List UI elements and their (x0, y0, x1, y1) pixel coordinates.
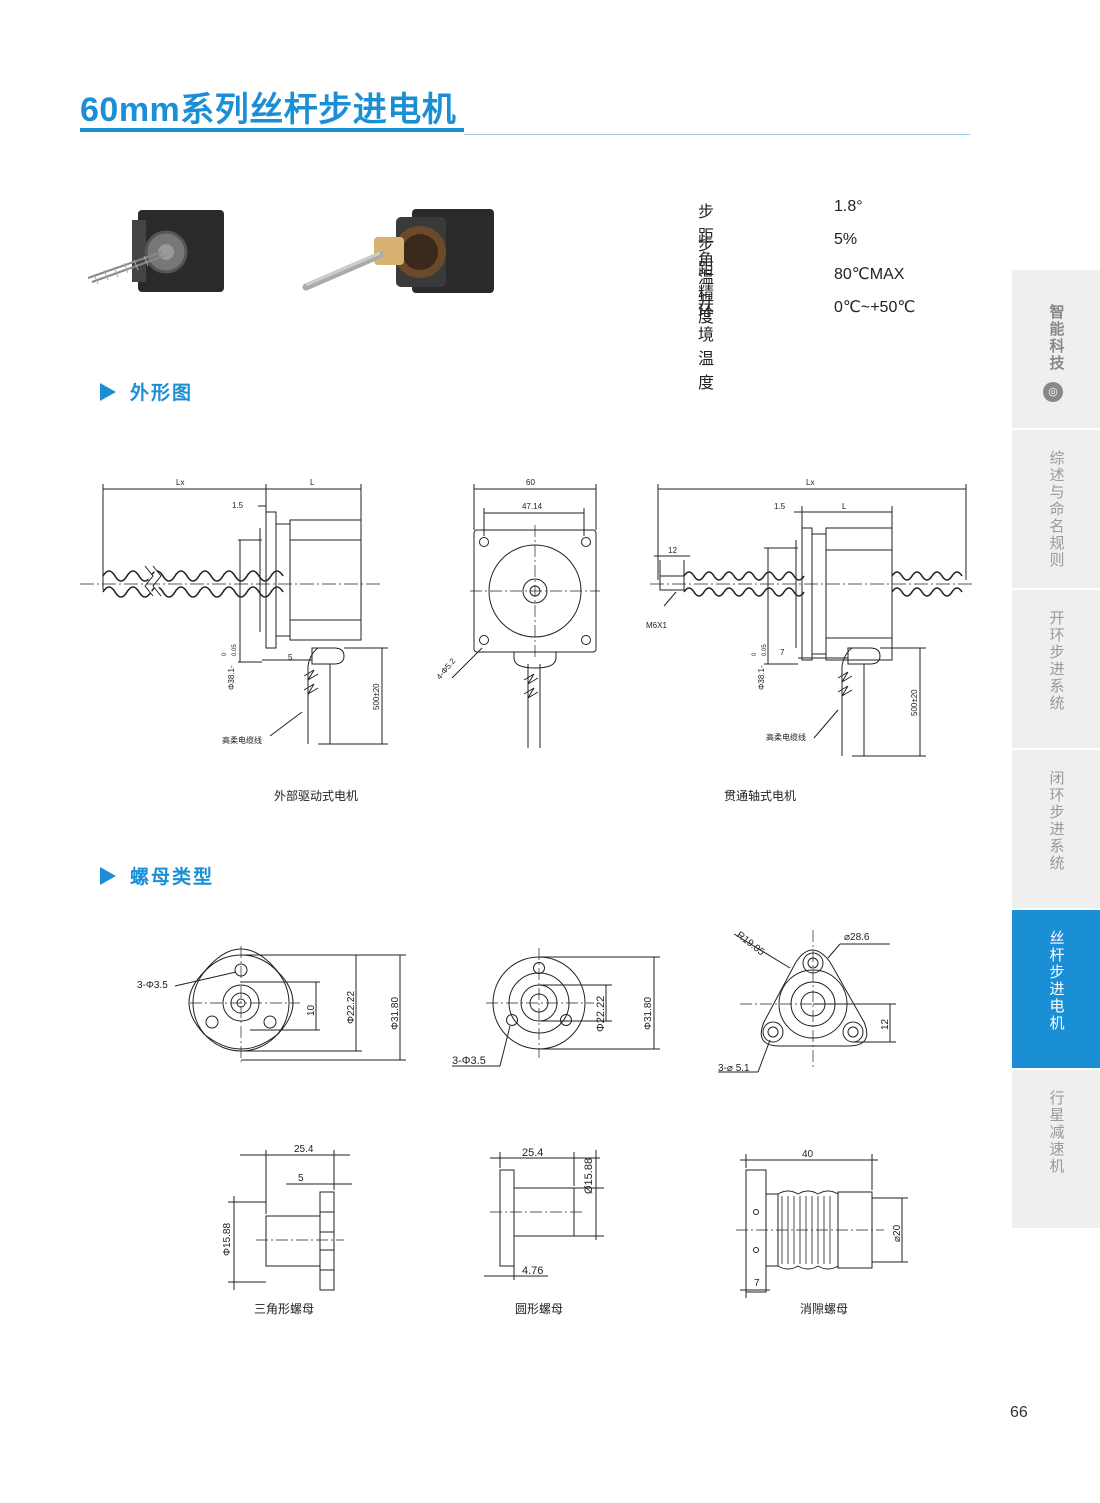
drawing-nut-round-side (484, 1150, 604, 1280)
side-tabs: 智能科技 ◎ 综述与命名规则 开环步进系统 闭环步进系统 丝杆步进电机 行星减速… (1012, 270, 1100, 1230)
dim-40: 40 (802, 1149, 814, 1160)
dim-12: 12 (880, 1018, 891, 1030)
dim-cable-length: 500±20 (910, 689, 919, 716)
drawing-external-motor (80, 484, 388, 745)
spec-label: 步距精度 (698, 237, 715, 326)
cable-label: 高柔电缆线 (766, 732, 806, 742)
drawing-front-view (451, 484, 600, 748)
dim-5: 5 (298, 1173, 304, 1184)
dim-7: 7 (780, 648, 785, 657)
thread-label: M6X1 (646, 621, 667, 630)
drawing-nut-triangle-side (228, 1150, 352, 1291)
spec-label: 步距角 (698, 204, 715, 269)
dim-22-22: Φ22.22 (346, 991, 357, 1024)
dim-lx: Lx (806, 478, 814, 487)
triangle-icon (100, 382, 116, 401)
tab-overview[interactable]: 综述与命名规则 (1012, 430, 1100, 588)
dim-31-80: Φ31.80 (643, 997, 654, 1030)
dim-1-5: 1.5 (774, 502, 786, 511)
drawing-nut-triangle-front (174, 946, 406, 1062)
drawing-nut-round-front (452, 948, 660, 1067)
dim-holes: 3-Φ3.5 (452, 1055, 486, 1067)
technical-drawings: Lx L 1.5 5 Φ38.1- 0 0.05 500±20 高柔电缆线 60… (80, 478, 975, 1298)
section-title: 外形图 (130, 383, 194, 404)
dim-31-80: Φ31.80 (390, 997, 401, 1030)
drawing-nut-antibacklash-front (718, 930, 896, 1073)
title-underline (80, 128, 464, 132)
dim-10: 10 (306, 1004, 317, 1016)
tab-brand[interactable]: 智能科技 ◎ (1012, 270, 1100, 428)
section-title: 螺母类型 (130, 867, 215, 888)
page-title: 60mm系列丝杆步进电机 (80, 91, 457, 129)
dim-25-4: 25.4 (522, 1147, 543, 1159)
dim-dia-38: Φ38.1- (757, 665, 766, 690)
dim-7: 7 (754, 1278, 760, 1289)
dim-cable-length: 500±20 (372, 683, 381, 710)
logo-icon: ◎ (1043, 382, 1063, 402)
brand-label: 智能科技 (1047, 304, 1065, 372)
dim-25-4: 25.4 (294, 1144, 314, 1155)
dim-tol-top: 0 (222, 652, 228, 656)
dim-dia-38: Φ38.1- (227, 665, 236, 690)
dim-l: L (310, 478, 315, 487)
drawing-nut-antibacklash-side (736, 1154, 908, 1298)
dim-20: ⌀20 (892, 1224, 903, 1242)
section-outline: 外形图 (100, 378, 193, 405)
dim-holes: 3-⌀ 5.1 (718, 1063, 750, 1074)
tab-label: 行星减速机 (1047, 1090, 1065, 1175)
dim-holes: 4-Φ5.2 (435, 656, 458, 681)
dim-60: 60 (526, 478, 535, 487)
dim-4-76: 4.76 (522, 1265, 543, 1277)
dim-lx: Lx (176, 478, 184, 487)
section-nut-types: 螺母类型 (100, 862, 214, 889)
dim-tol-bot: 0.05 (232, 644, 238, 656)
caption-through-motor: 贯通轴式电机 (723, 789, 797, 803)
spec-label: 环境温度 (698, 303, 715, 392)
dim-l: L (842, 502, 847, 511)
dim-15-88: Φ15.88 (222, 1223, 233, 1256)
tab-lead-screw[interactable]: 丝杆步进电机 (1012, 910, 1100, 1068)
tab-label: 闭环步进系统 (1047, 770, 1065, 872)
caption-antibacklash-nut: 消隙螺母 (799, 1302, 849, 1316)
title-rule (464, 134, 970, 135)
dim-28-6: ⌀28.6 (844, 932, 870, 943)
dim-holes: 3-Φ3.5 (137, 980, 168, 991)
page-number: 66 (1010, 1404, 1028, 1421)
spec-value: 1.8° (834, 198, 863, 215)
dim-47-14: 47.14 (522, 502, 543, 511)
tab-open-loop[interactable]: 开环步进系统 (1012, 590, 1100, 748)
dim-r19-05: R19.05 (734, 930, 767, 959)
tab-planetary[interactable]: 行星减速机 (1012, 1070, 1100, 1228)
spec-value: 5% (834, 231, 858, 248)
tab-label: 丝杆步进电机 (1047, 930, 1065, 1032)
spec-label: 温升 (698, 270, 715, 311)
dim-tol-top: 0 (752, 652, 758, 656)
caption-triangle-nut: 三角形螺母 (253, 1302, 315, 1316)
spec-value: 80℃MAX (834, 266, 905, 283)
drawing-through-motor (650, 484, 975, 757)
dim-22-22: Φ22.22 (595, 996, 607, 1032)
tab-closed-loop[interactable]: 闭环步进系统 (1012, 750, 1100, 908)
motor-photo-through (302, 209, 494, 293)
dim-12: 12 (668, 546, 677, 555)
motor-photo-external (87, 210, 224, 292)
tab-label: 综述与命名规则 (1047, 450, 1065, 569)
caption-external-motor: 外部驱动式电机 (273, 789, 359, 803)
dim-tol-bot: 0.05 (762, 644, 768, 656)
cable-label: 高柔电缆线 (222, 735, 262, 745)
dim-1-5: 1.5 (232, 501, 244, 510)
triangle-icon (100, 866, 116, 885)
dim-5: 5 (288, 653, 293, 662)
caption-round-nut: 圆形螺母 (514, 1302, 564, 1316)
tab-label: 开环步进系统 (1047, 610, 1065, 712)
dim-15-88: Ø15.88 (583, 1158, 595, 1194)
spec-value: 0℃~+50℃ (834, 299, 916, 316)
